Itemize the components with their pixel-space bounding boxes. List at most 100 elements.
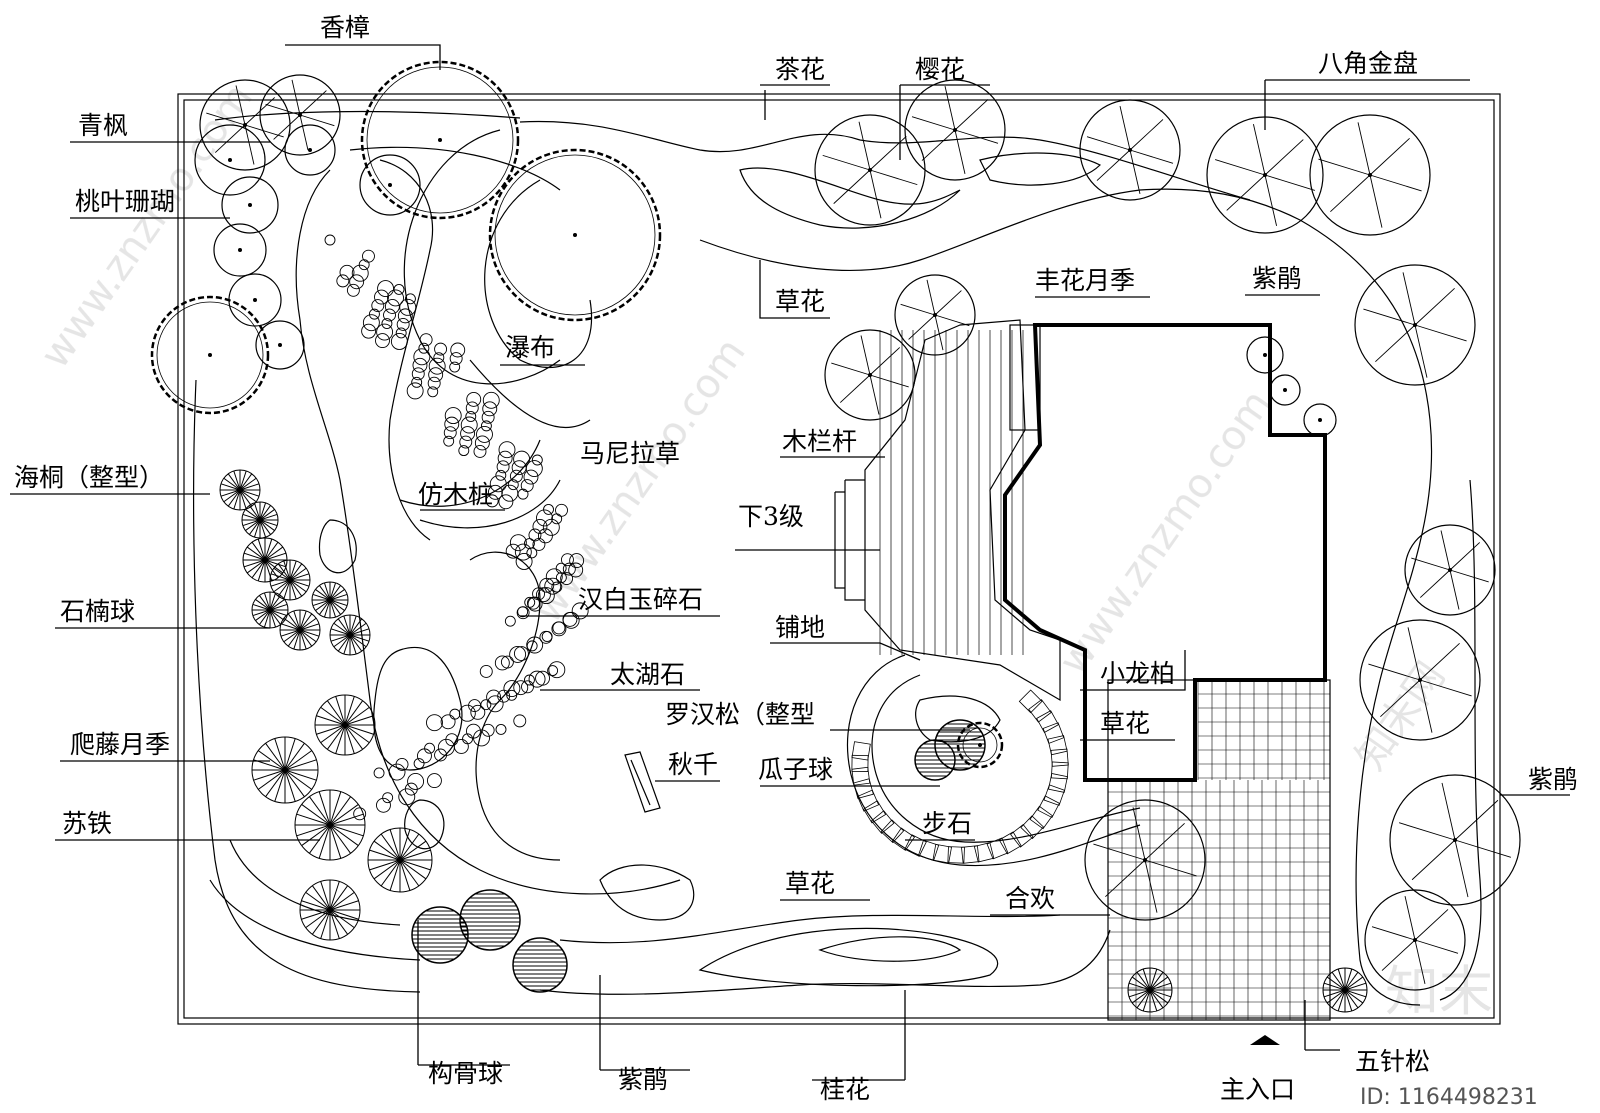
property-boundary-inner [183,99,1495,1019]
tree-symbol [255,320,305,370]
hatched-ball-symbol [459,889,521,951]
tree-layer [150,60,1521,1013]
lawn-contours [349,129,593,529]
tree-symbol [904,79,1006,181]
label-mulangan: 木栏杆 [782,427,857,456]
tree-symbol [1354,264,1476,386]
label-gougu: 构骨球 [428,1059,503,1088]
hatched-ball-symbol [914,739,956,781]
label-caohua-top: 草花 [775,287,825,316]
label-guaziqiu: 瓜子球 [758,755,833,784]
shrub-symbol [251,591,289,629]
label-luohansong: 罗汉松（整型 [665,700,815,729]
shrub-symbol [294,789,366,861]
tree-symbol [221,176,279,234]
tree-symbol [359,154,421,216]
hatched-shrubs [739,152,1102,743]
label-chahua: 茶花 [775,55,825,84]
hatched-ball-symbol [512,937,568,993]
label-pubu: 瀑布 [505,333,555,362]
label-xiangzhang: 香樟 [320,13,370,42]
label-entrance: 主入口 [1220,1075,1295,1104]
label-taihushi: 太湖石 [610,660,685,689]
label-fangmuzhuang: 仿木桩 [418,480,493,509]
paver-path [846,654,1141,867]
shrub-symbol [242,537,288,583]
tree-symbol [824,329,916,421]
label-caohua-bottom: 草花 [785,869,835,898]
gravel-path [324,234,589,821]
shrub-strip [1009,324,1041,431]
tree-symbol [284,124,336,176]
tree-symbol [1404,524,1496,616]
label-manila: 马尼拉草 [580,439,680,468]
label-haitong: 海桐（整型） [14,463,164,492]
hatched-ball-symbol [934,719,986,771]
label-sutie: 苏铁 [62,809,112,838]
label-pudi: 铺地 [775,613,825,642]
shrub-symbol [311,581,349,619]
label-zijuan-right: 紫鹃 [1528,765,1578,794]
label-guihua: 桂花 [820,1075,870,1104]
shrub-symbol [314,694,376,756]
tree-symbol [1364,889,1466,991]
tree-symbol [194,124,266,196]
tree-symbol [259,74,341,156]
label-fenghua: 丰花月季 [1035,266,1135,295]
tree-symbol [488,148,662,322]
tree-symbol [1246,336,1284,374]
building [1003,323,1327,782]
tree-symbol [1359,619,1481,741]
label-yinghua: 樱花 [915,55,965,84]
entrance-arrow-icon [1250,1035,1280,1045]
tree-symbol [360,60,520,220]
shrub-symbol [299,879,361,941]
shrub-symbol [219,469,261,511]
shrub-symbol [329,614,371,656]
tree-symbol [894,274,976,356]
shrub-symbol [251,736,319,804]
swing [624,751,661,813]
tree-symbol [1079,99,1181,201]
watermark-site: www.znzmo.com [1050,382,1280,683]
leader-lines [10,44,1570,1081]
shrub-symbol [367,827,433,893]
tree-symbol [1269,374,1301,406]
tree-symbol [1309,114,1431,236]
label-xia3ji: 下3级 [738,502,804,531]
tree-symbol [1389,774,1521,906]
tree-symbol [150,295,270,415]
shrub-symbol [269,559,311,601]
shrub-symbol [1127,967,1173,1013]
tree-symbol [228,273,282,327]
shrub-symbol [1322,967,1368,1013]
label-zijuan-top: 紫鹃 [1252,264,1302,293]
watermark-id: ID: 1164498231 [1360,1085,1538,1110]
garden-borders [193,110,1482,1006]
label-hanbaiyu: 汉白玉碎石 [578,585,703,614]
label-taoye: 桃叶珊瑚 [75,187,175,216]
watermark-brand: 知末网 [1348,654,1455,779]
tree-symbol [1084,799,1206,921]
label-caohua-mid: 草花 [1100,709,1150,738]
label-bushi: 步石 [922,809,972,838]
shrub-symbol [279,609,321,651]
tree-symbol [814,114,926,226]
label-hehuan: 合欢 [1005,884,1055,913]
watermark-site: www.znzmo.com [32,76,262,377]
label-xiaolongbai: 小龙柏 [1100,659,1175,688]
wood-deck [834,319,1061,702]
shrub-symbol [241,501,279,539]
label-zijuan-bottom: 紫鹃 [618,1065,668,1094]
label-shinan: 石楠球 [60,597,135,626]
label-qiuqian: 秋千 [668,750,718,779]
label-pateng: 爬藤月季 [70,730,170,759]
tree-symbol [1303,403,1337,437]
property-boundary [177,93,1501,1025]
hatched-ball-symbol [411,906,469,964]
tree-symbol [1206,116,1324,234]
entry-paving [1107,679,1331,1021]
watermark-logo: 知末 [1385,960,1493,1023]
plant-labels: 香樟 青枫 桃叶珊瑚 海桐（整型） 石楠球 爬藤月季 苏铁 构骨球 紫鹃 桂花 … [14,13,1578,1104]
